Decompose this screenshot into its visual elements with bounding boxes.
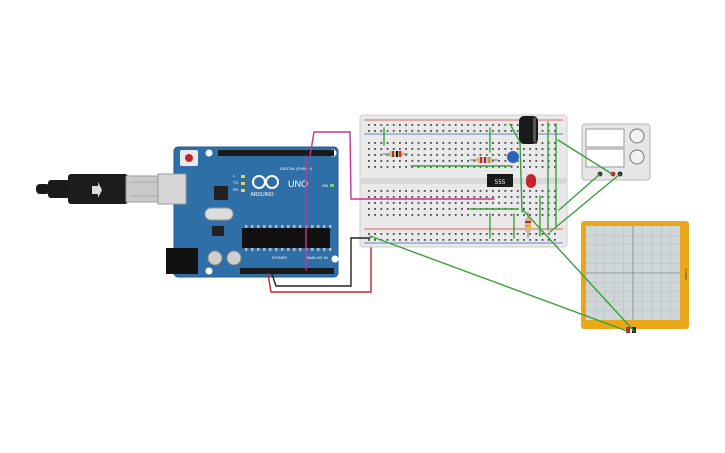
power-analog-header[interactable] xyxy=(240,268,334,274)
power-label: POWER xyxy=(272,255,287,260)
oscilloscope-time-label: 1 ms/s xyxy=(684,268,689,280)
ic-555-timer[interactable]: 555 xyxy=(487,174,513,187)
capacitor-icon xyxy=(226,250,242,266)
ic-555-label: 555 xyxy=(495,179,506,186)
electrolytic-capacitor[interactable] xyxy=(519,116,538,144)
red-led[interactable] xyxy=(526,174,536,188)
wires[interactable] xyxy=(267,121,635,332)
wire-green[interactable] xyxy=(558,173,601,211)
breadboard-holes[interactable] xyxy=(368,124,556,241)
terminal-positive[interactable] xyxy=(610,171,616,177)
voltage-display xyxy=(585,128,625,148)
on-led-label: ON xyxy=(322,183,328,188)
wire-green[interactable] xyxy=(509,123,523,213)
arduino-uno-board[interactable]: ARDUINO UNO DIGITAL (PWM ~) POWER ANALOG… xyxy=(157,146,339,278)
wire-green[interactable] xyxy=(522,209,635,332)
capacitor-icon xyxy=(207,250,223,266)
wire-green[interactable] xyxy=(557,139,613,175)
oscilloscope[interactable]: 1 ms/s xyxy=(581,221,689,333)
probe-positive[interactable] xyxy=(626,327,630,333)
power-jack xyxy=(166,248,198,274)
atmega-chip xyxy=(242,228,330,248)
arduino-model-label: UNO xyxy=(288,179,308,189)
wire-green[interactable] xyxy=(549,173,621,233)
crystal-oscillator xyxy=(204,207,234,221)
wire-green[interactable] xyxy=(369,235,628,332)
dc-power-supply[interactable] xyxy=(581,123,651,181)
wire-magenta[interactable] xyxy=(305,131,495,271)
current-knob[interactable] xyxy=(629,149,645,165)
breadboard[interactable] xyxy=(359,114,568,248)
wire-red[interactable] xyxy=(267,247,372,293)
resistor-1[interactable] xyxy=(383,151,408,157)
ceramic-capacitor[interactable] xyxy=(507,151,519,163)
usb-cable[interactable] xyxy=(36,174,161,204)
rx-label: RX xyxy=(233,187,239,192)
digital-pwm-label: DIGITAL (PWM ~) xyxy=(280,166,313,171)
l-led-label: L xyxy=(233,173,236,178)
voltage-knob[interactable] xyxy=(629,128,645,144)
wire-black[interactable] xyxy=(271,237,371,287)
digital-header[interactable] xyxy=(218,150,334,156)
analog-in-label: ANALOG IN xyxy=(306,255,328,260)
resistor-2[interactable] xyxy=(470,157,498,163)
usb-jack xyxy=(157,173,187,205)
current-display xyxy=(585,148,625,168)
tx-label: TX xyxy=(233,180,238,185)
arduino-brand-label: ARDUINO xyxy=(250,192,273,198)
usb-symbol-icon xyxy=(92,182,102,198)
arduino-logo: ARDUINO xyxy=(250,175,279,198)
